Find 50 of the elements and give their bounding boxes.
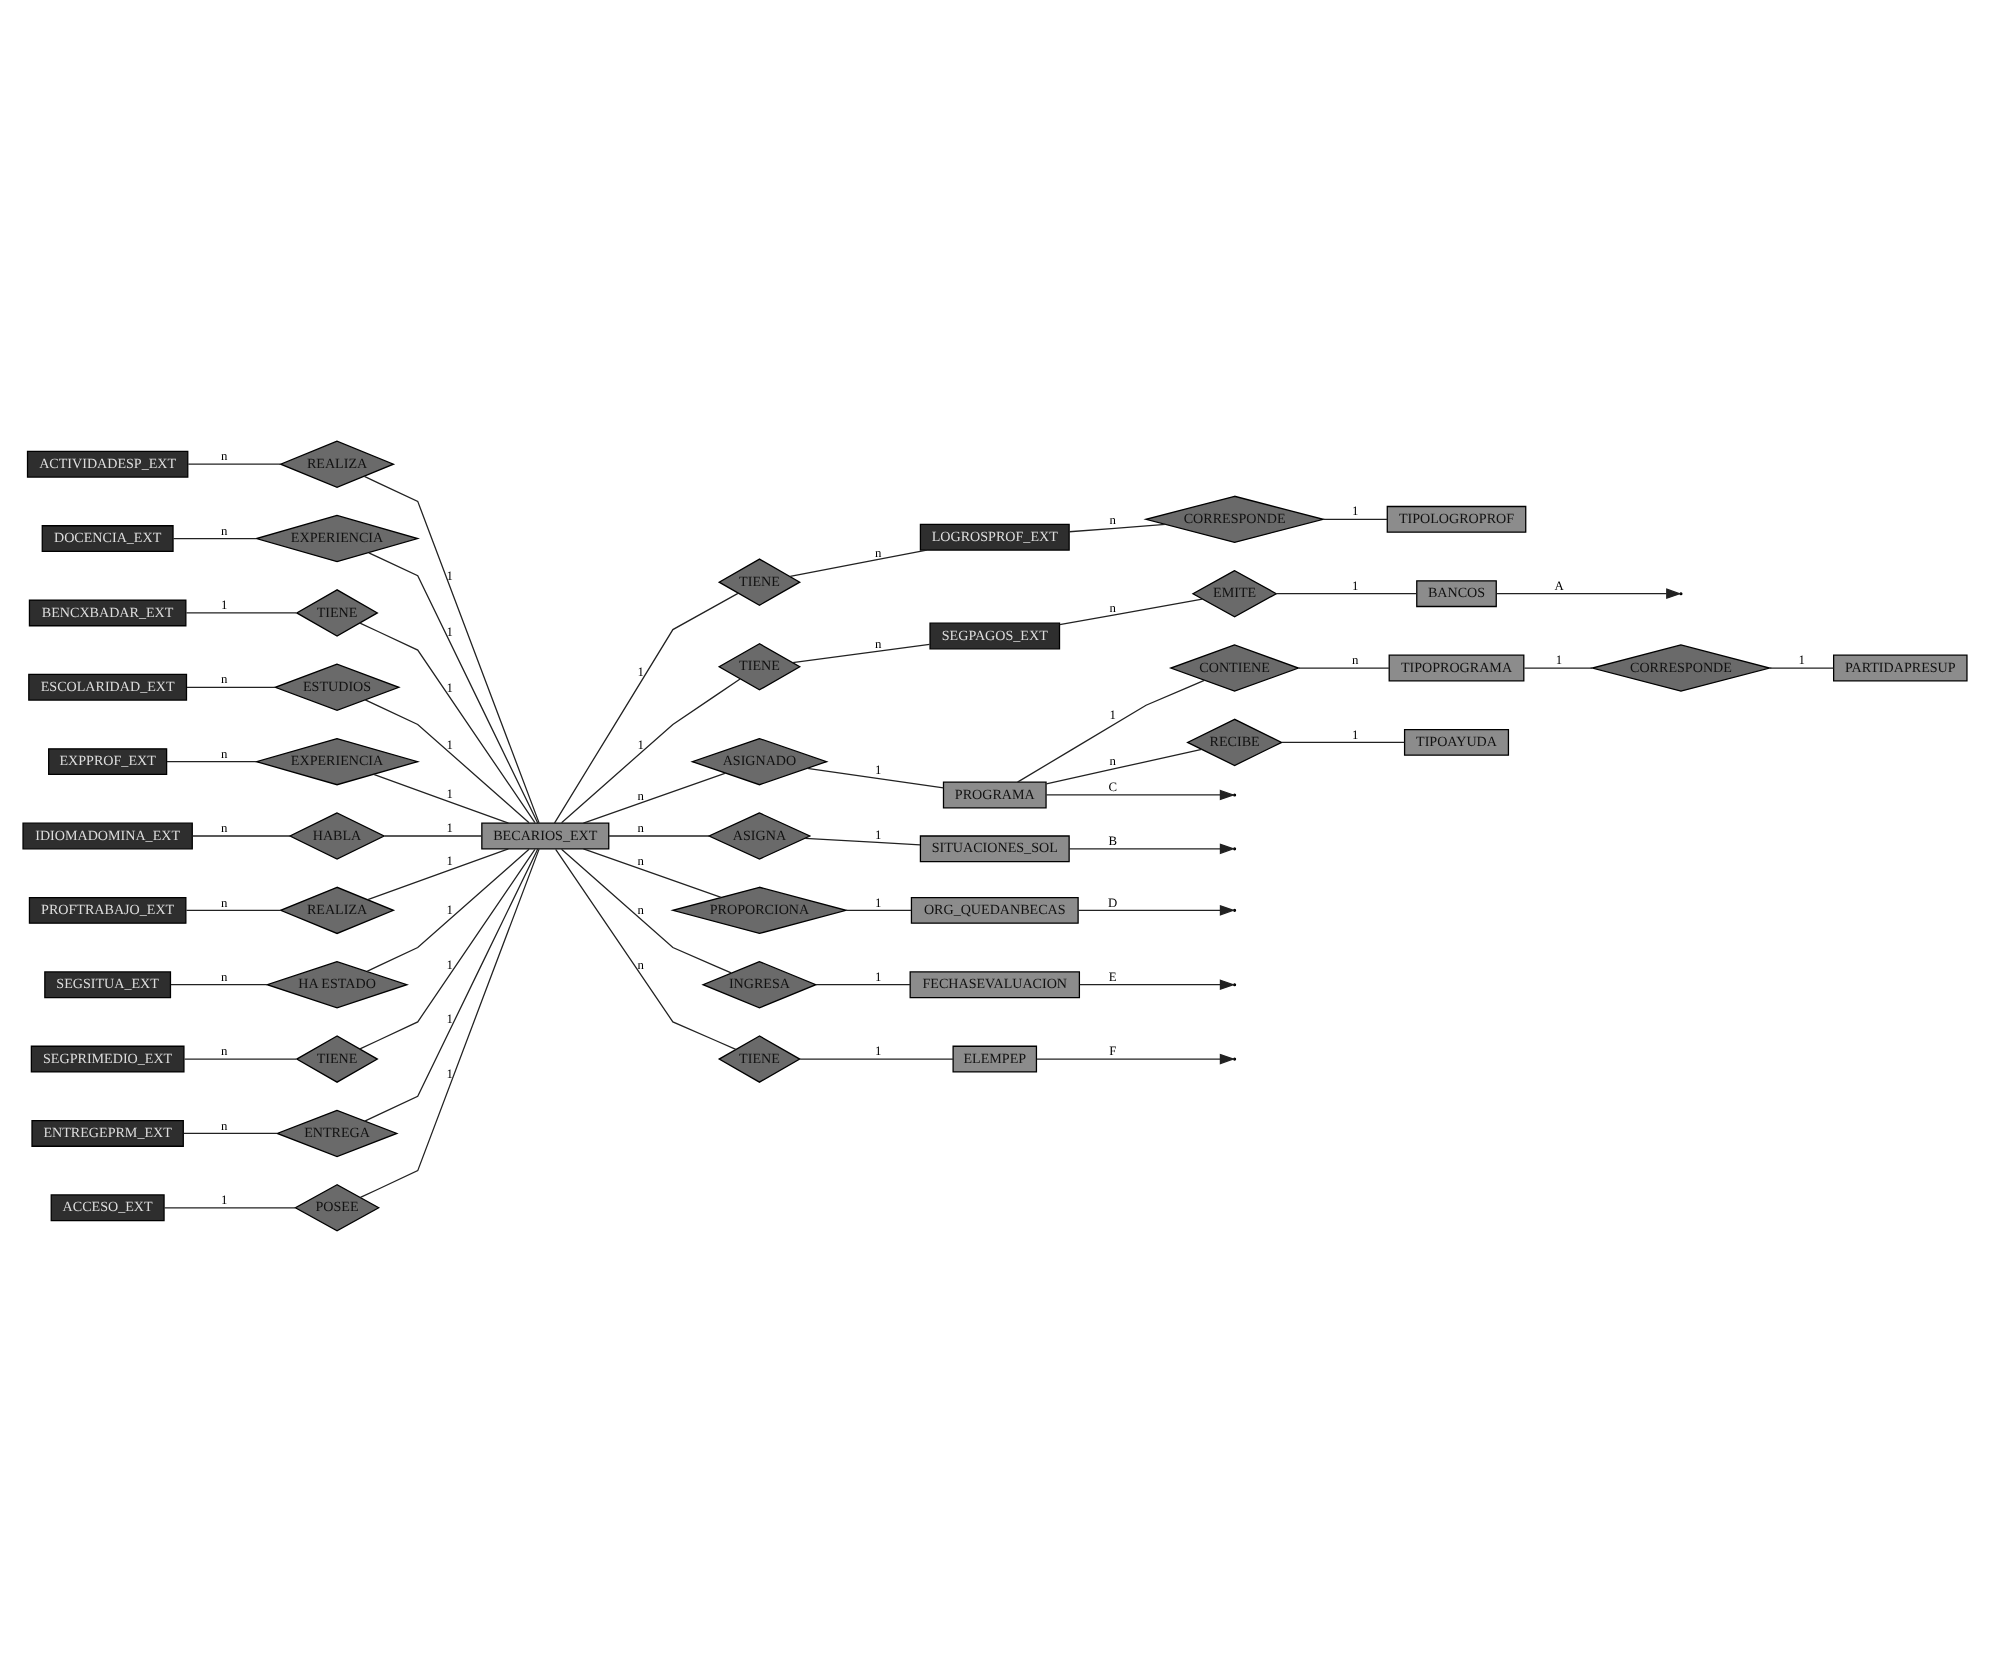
connector	[555, 847, 737, 1049]
arrow	[1068, 842, 1236, 854]
connector	[366, 847, 530, 971]
connector	[582, 771, 727, 823]
connector	[1045, 747, 1203, 784]
connector	[359, 847, 536, 1049]
connector	[186, 685, 276, 687]
connector	[383, 834, 483, 836]
connector	[1298, 666, 1390, 668]
connector	[367, 847, 510, 900]
connector	[183, 1131, 278, 1134]
connector	[799, 1057, 954, 1059]
connector	[1281, 740, 1405, 743]
arrow	[1045, 788, 1236, 800]
connector	[364, 847, 539, 1121]
arrow	[1077, 903, 1236, 915]
connector	[1523, 666, 1593, 668]
connector	[1275, 592, 1418, 594]
connector	[170, 983, 268, 985]
connector	[1322, 517, 1388, 519]
connector	[183, 1057, 297, 1059]
connector	[1068, 522, 1166, 532]
connector	[359, 847, 540, 1198]
connector	[560, 677, 741, 823]
connector	[368, 551, 539, 823]
connector	[792, 642, 931, 663]
connector	[373, 772, 510, 823]
connector	[163, 1206, 297, 1208]
connector	[187, 462, 282, 464]
connector	[1769, 666, 1835, 668]
connector	[363, 474, 540, 823]
connector	[815, 983, 911, 985]
connector	[608, 834, 710, 836]
connector	[845, 908, 912, 910]
arrow	[1079, 978, 1236, 990]
connector	[185, 611, 297, 613]
connector	[191, 834, 291, 836]
connector	[364, 698, 530, 823]
connector	[1059, 597, 1203, 625]
connector	[806, 766, 945, 788]
connector	[359, 621, 536, 823]
connector	[166, 760, 257, 762]
connector	[582, 847, 722, 897]
connector	[804, 836, 921, 845]
connector	[185, 908, 282, 910]
connector	[553, 591, 739, 823]
connector	[172, 536, 257, 539]
connector	[560, 847, 732, 973]
connector	[1016, 678, 1205, 782]
connector	[789, 548, 928, 577]
